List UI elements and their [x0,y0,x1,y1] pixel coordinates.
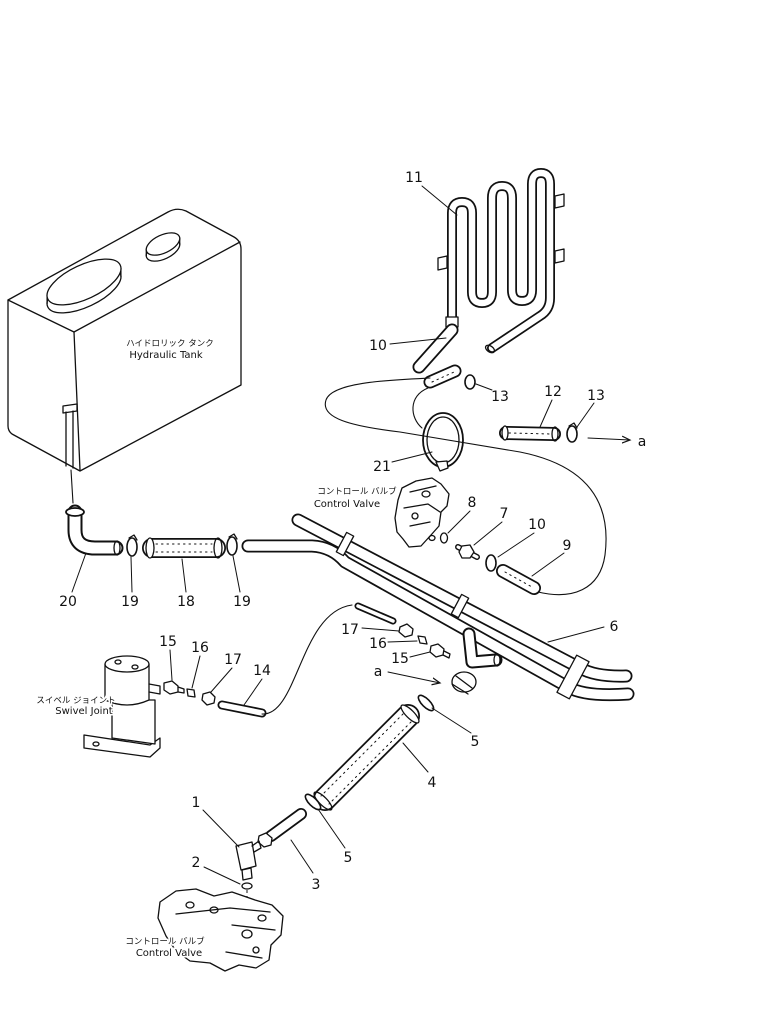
hose-clamp [226,533,238,556]
swivel-joint-label-en: Swivel Joint [55,706,113,717]
callout-13: 13 [491,389,509,405]
callout-14: 14 [253,663,271,679]
callout-18: 18 [177,594,195,610]
callout-8: 8 [468,495,477,511]
sleeve-nut [398,623,414,638]
steel-tube [354,602,397,625]
hydraulic-tube [241,513,635,702]
callout-a: a [638,434,647,450]
callout-15: 15 [391,651,409,667]
callout-19: 19 [121,594,139,610]
rubber-hose [499,425,561,442]
plug [186,688,196,698]
callout-10: 10 [369,338,387,354]
tank-suction-pipe [62,403,78,469]
callout-13: 13 [587,388,605,404]
rubber-hose [496,564,541,595]
callout-15: 15 [159,634,177,650]
control-valve-upper [394,477,450,548]
component-labels: ハイドロリック タンク Hydraulic Tank コントロール バルブ Co… [35,338,399,961]
callout-7: 7 [500,506,509,522]
sleeve-nut [201,691,216,706]
callout-2: 2 [192,855,201,871]
callout-a: a [374,664,383,680]
elbow-fitting [235,840,262,881]
hose-pipe [265,808,307,842]
hose-route-line [324,377,607,596]
hose-clamp [304,793,322,811]
callout-21: 21 [373,459,391,475]
swivel-joint [83,655,161,758]
large-filler-cap [46,258,122,314]
hose-clamp [464,374,476,390]
callout-5: 5 [344,850,353,866]
control-valve-lower-label-jp: コントロール バルブ [125,936,205,947]
callout-5: 5 [471,734,480,750]
cooler-inlet-hose [412,323,459,374]
callout-4: 4 [428,775,437,791]
hose-band [422,412,464,472]
callout-1: 1 [192,795,201,811]
callout-19: 19 [233,594,251,610]
callout-3: 3 [312,877,321,893]
hose-clamp [417,694,435,712]
hose-clamp [566,422,578,443]
hose-route-line [412,387,429,429]
o-ring [241,882,253,890]
steel-tube [217,700,267,718]
hose-clamp [126,534,138,557]
hose-clamp [485,554,497,572]
tee-fitting [451,627,503,695]
hydraulic-tank [7,208,242,472]
callout-12: 12 [544,384,562,400]
adapter-fitting [429,643,451,659]
callout-6: 6 [610,619,619,635]
reference-arrow [587,438,630,440]
callouts: 11 10 13 12 13 a 21 8 7 10 9 6 20 19 18 … [59,170,646,893]
o-ring [439,532,449,544]
adapter-fitting [163,680,185,695]
leader-lines [71,185,605,885]
elbow-pipe [65,504,124,556]
rubber-hose [142,537,226,559]
hose-fitting [455,544,480,560]
short-rubber-hose [423,364,462,389]
callout-10: 10 [528,517,546,533]
control-valve-upper-label-jp: コントロール バルブ [317,486,397,497]
tank-outlet-line [70,469,74,504]
control-valve-lower [157,888,284,972]
callout-11: 11 [405,170,423,186]
control-valve-lower-label-en: Control Valve [136,948,202,959]
callout-20: 20 [59,594,77,610]
plug [417,635,428,645]
callout-9: 9 [563,538,572,554]
callout-16: 16 [369,636,387,652]
control-valve-upper-label-en: Control Valve [314,499,380,510]
small-filler-cap [145,232,181,262]
tube-route-line [261,604,353,715]
swivel-joint-label-jp: スイベル ジョイント [36,696,115,706]
hydraulic-tank-label-en: Hydraulic Tank [129,350,203,361]
rubber-hose [313,704,420,811]
callout-17: 17 [341,622,359,638]
callout-16: 16 [191,640,209,656]
reference-arrow [387,671,440,683]
oil-cooler-coil [437,168,565,354]
hydraulic-tank-label-jp: ハイドロリック タンク [126,339,214,349]
callout-17: 17 [224,652,242,668]
